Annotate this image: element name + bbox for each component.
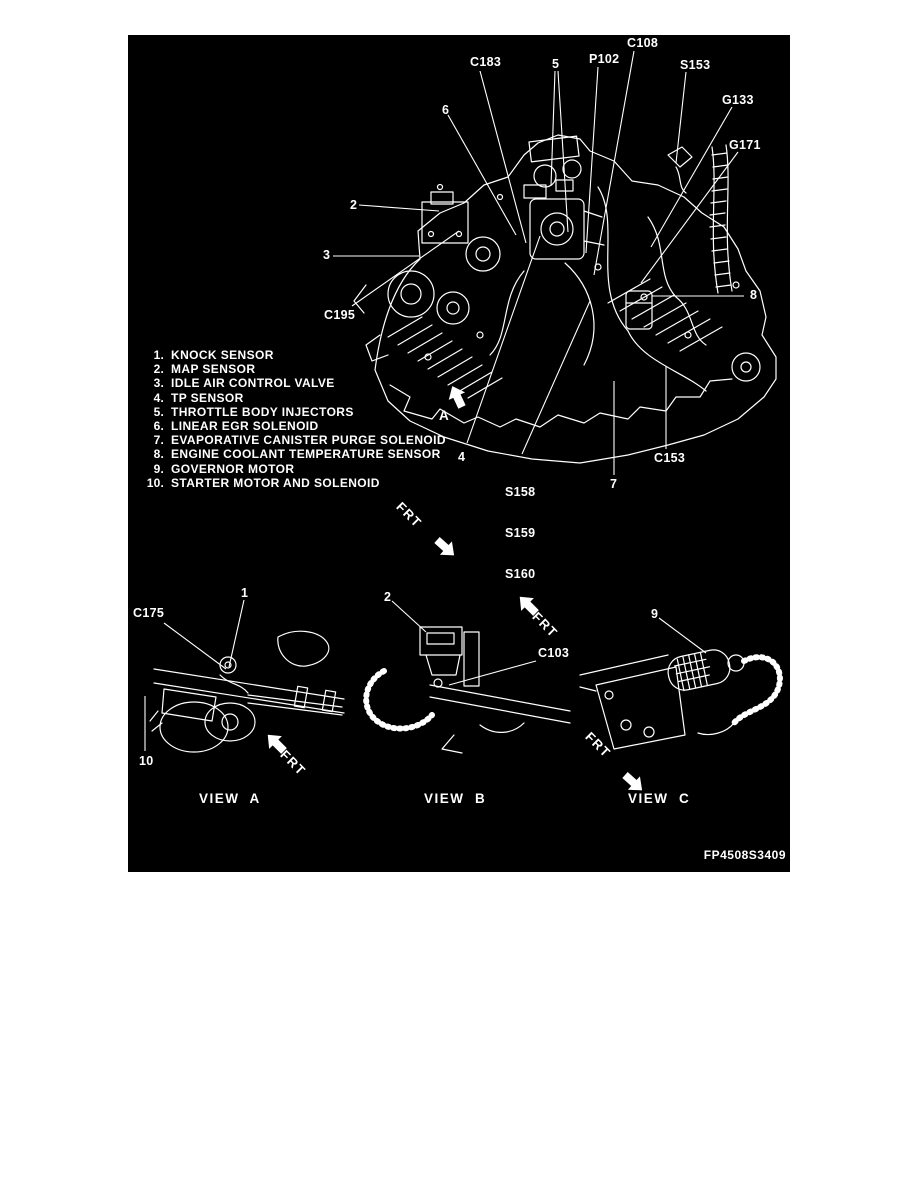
callout-10: 10 [139,754,154,768]
callout-2b: 2 [384,590,392,604]
legend-num: 1. [153,348,164,363]
legend-num: 7. [153,433,164,448]
legend-num: 10. [146,475,164,490]
figure-code: FP4508S3409 [703,848,786,862]
legend-num: 6. [153,419,164,434]
legend-label: KNOCK SENSOR [171,348,274,363]
view-a-direction-arrow-icon [448,386,466,409]
frt-arrow-b-icon [519,596,539,616]
callout-8: 8 [750,288,758,302]
frt-arrow-c-icon [622,772,643,791]
callout-9: 9 [651,607,659,621]
view-a-title: VIEW A [199,791,261,806]
callout-s160: S160 [505,567,536,581]
callout-6: 6 [442,103,450,117]
view-a-direction-label: A [439,408,450,423]
legend-label: GOVERNOR MOTOR [171,461,295,476]
legend-item: 7. EVAPORATIVE CANISTER PURGE SOLENOID [138,433,446,447]
legend-item: 6. LINEAR EGR SOLENOID [138,419,446,433]
view-b-title: VIEW B [424,791,487,806]
legend-label: LINEAR EGR SOLENOID [171,419,319,434]
legend-item: 2. MAP SENSOR [138,362,446,376]
callout-1: 1 [241,586,249,600]
callout-2: 2 [350,198,358,212]
callout-s158: S158 [505,485,536,499]
legend-label: MAP SENSOR [171,362,256,377]
legend-label: EVAPORATIVE CANISTER PURGE SOLENOID [171,433,446,448]
legend-num: 8. [153,447,164,462]
callout-s159: S159 [505,526,536,540]
callout-c195: C195 [324,308,356,322]
callout-4: 4 [458,450,466,464]
legend-label: IDLE AIR CONTROL VALVE [171,376,335,391]
view-c-drawing [579,649,783,750]
legend-label: TP SENSOR [171,390,244,405]
callout-g133: G133 [722,93,754,107]
view-a-drawing [149,630,345,753]
frt-arrow-a-icon [267,734,287,754]
legend-item: 1. KNOCK SENSOR [138,348,446,362]
callout-5: 5 [552,57,560,71]
callout-c183: C183 [470,55,502,69]
legend-num: 4. [153,390,164,405]
view-b-drawing [363,626,571,754]
legend-item: 10. STARTER MOTOR AND SOLENOID [138,476,446,490]
component-legend: 1. KNOCK SENSOR 2. MAP SENSOR 3. IDLE AIR C… [138,348,446,490]
callout-p102: P102 [589,52,620,66]
main-frt-arrow-icon [434,537,455,556]
engine-line-art [144,50,783,791]
legend-item: 8. ENGINE COOLANT TEMPERATURE SENSOR [138,447,446,461]
legend-item: 9. GOVERNOR MOTOR [138,462,446,476]
callout-s153: S153 [680,58,711,72]
legend-item: 5. THROTTLE BODY INJECTORS [138,405,446,419]
view-c-title: VIEW C [628,791,691,806]
legend-label: ENGINE COOLANT TEMPERATURE SENSOR [171,447,441,462]
legend-label: THROTTLE BODY INJECTORS [171,404,354,419]
callout-c153: C153 [654,451,686,465]
legend-item: 3. IDLE AIR CONTROL VALVE [138,376,446,390]
callout-g171: G171 [729,138,761,152]
direction-arrows [267,386,643,791]
legend-num: 5. [153,404,164,419]
legend-label: STARTER MOTOR AND SOLENOID [171,475,380,490]
callout-c103: C103 [538,646,570,660]
legend-num: 9. [153,461,164,476]
legend-num: 3. [153,376,164,391]
callout-c108: C108 [627,36,659,50]
callout-3: 3 [323,248,331,262]
main-engine-drawing [353,134,777,464]
callout-c175: C175 [133,606,165,620]
callout-7: 7 [610,477,618,491]
callout-splice-group: S158 S159 S160 [505,459,535,608]
engine-locator-figure: C183 5 P102 C108 S153 G133 G171 6 2 3 C1… [128,35,790,872]
legend-num: 2. [153,362,164,377]
legend-item: 4. TP SENSOR [138,391,446,405]
